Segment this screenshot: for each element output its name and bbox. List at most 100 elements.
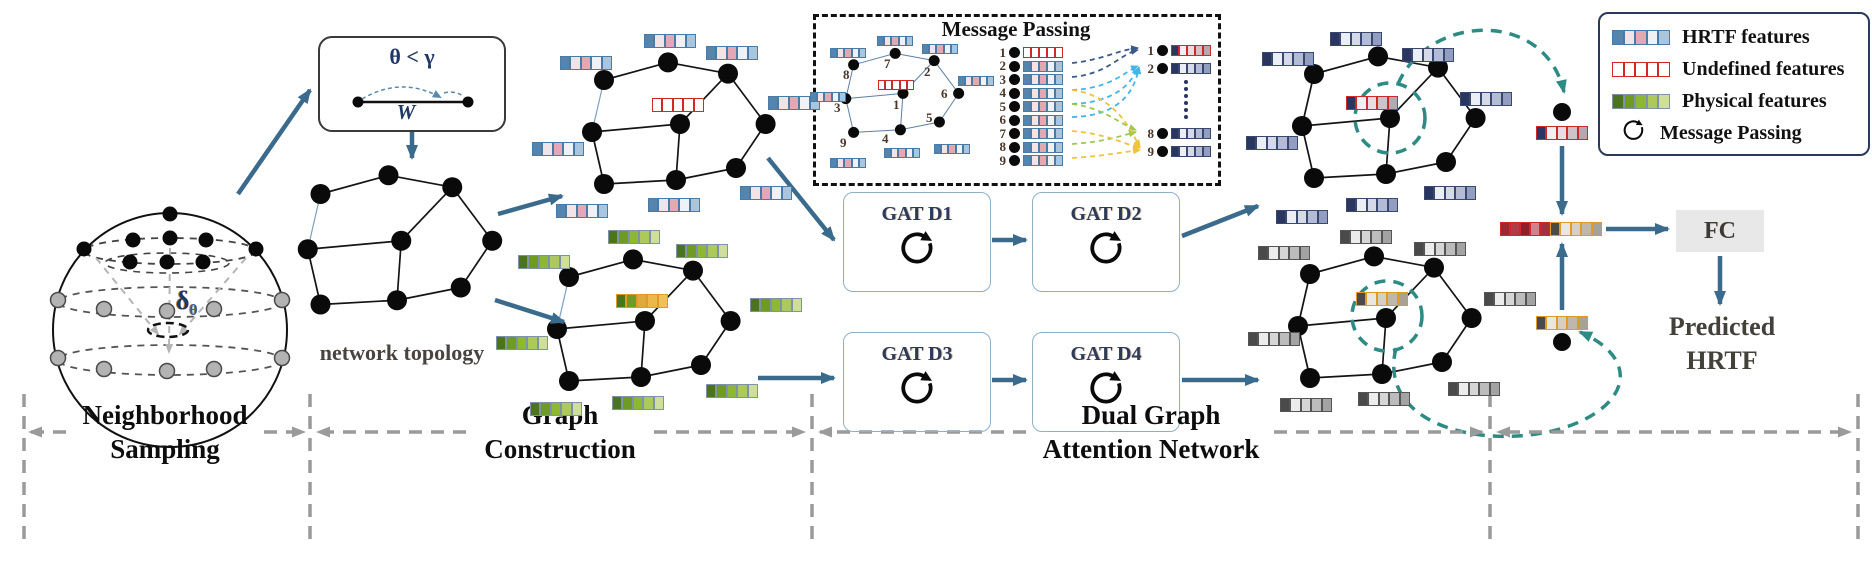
feature-cell	[1480, 92, 1492, 106]
feature-cell	[1658, 30, 1670, 45]
feature-cell	[726, 384, 738, 398]
feature-cell	[898, 36, 906, 46]
graph-edge	[1385, 161, 1447, 175]
feature-cell	[1550, 222, 1561, 236]
feature-bar	[560, 56, 613, 70]
teal-curve-lower	[1392, 330, 1623, 439]
legend-box	[1598, 12, 1870, 156]
feature-cell	[1031, 128, 1039, 139]
graph-edge	[853, 52, 896, 66]
feature-cell	[1047, 60, 1055, 72]
feature-cell	[962, 144, 971, 154]
feature-cell	[1047, 87, 1055, 99]
row-number: 3	[999, 71, 1007, 87]
feature-bar	[1023, 155, 1063, 166]
feature-cell	[884, 148, 892, 158]
feature-cell	[1371, 32, 1383, 46]
graph-node	[594, 70, 614, 90]
graph-node	[726, 158, 746, 178]
graph-edge	[1297, 317, 1387, 327]
feature-cell	[958, 76, 966, 86]
feature-cell	[1504, 292, 1516, 306]
feature-cell	[1402, 48, 1413, 62]
sampled-points-gray	[49, 291, 291, 380]
node-dot	[1009, 87, 1020, 99]
feature-cell	[1646, 94, 1659, 109]
feature-cell	[636, 294, 648, 308]
feature-cell	[1356, 198, 1367, 212]
message-row: 8	[994, 139, 1063, 155]
node-dot	[1009, 60, 1020, 72]
graph-node	[1461, 308, 1482, 328]
mini-node-label: 8	[843, 67, 850, 82]
feature-cell	[496, 336, 507, 350]
feature-cell	[830, 48, 838, 58]
feature-cell	[1023, 141, 1031, 153]
graph-node	[1380, 108, 1400, 128]
feature-bar	[934, 144, 971, 154]
feature-cell	[1039, 141, 1047, 153]
feature-cell	[1530, 222, 1540, 236]
graph-node	[1436, 152, 1456, 172]
feature-cell	[1424, 242, 1435, 256]
graph-node	[378, 165, 399, 186]
graph-node	[387, 290, 407, 311]
feature-cell	[1055, 141, 1063, 153]
feature-cell	[693, 98, 705, 112]
feature-cell	[1540, 222, 1550, 236]
graph-node	[1300, 368, 1320, 388]
graph-node	[933, 116, 945, 128]
concat-bar-left	[1500, 222, 1550, 236]
message-row: 9	[1142, 144, 1211, 160]
hrtf-out-graph	[1292, 46, 1486, 188]
feature-cell	[941, 144, 949, 154]
message-row: 8	[1142, 126, 1211, 142]
feature-cell	[1023, 47, 1031, 58]
feature-cell	[906, 80, 915, 90]
feature-cell	[831, 92, 839, 102]
graph-node	[310, 294, 331, 315]
feature-cell	[706, 384, 717, 398]
feature-bar	[1023, 87, 1063, 99]
feature-cell	[1300, 398, 1312, 412]
physical-output-bar	[1536, 316, 1589, 330]
feature-cell	[750, 298, 761, 312]
feature-cell	[559, 255, 571, 269]
feature-cell	[1055, 155, 1063, 166]
feature-cell	[1340, 32, 1351, 46]
row-number: 2	[999, 58, 1007, 73]
anchor-node-upper	[1553, 103, 1571, 121]
feature-cell	[878, 80, 886, 90]
graph-node	[559, 267, 579, 287]
feature-cell	[1465, 186, 1477, 200]
feature-cell	[936, 44, 944, 54]
feature-cell	[1179, 128, 1187, 139]
feature-cell	[662, 98, 673, 112]
message-row: 2	[1142, 61, 1211, 77]
feature-bar	[496, 336, 549, 350]
feature-cell	[737, 384, 748, 398]
feature-cell	[1525, 292, 1537, 306]
feature-bar	[530, 402, 583, 416]
feature-cell	[571, 402, 583, 416]
physical-graph	[547, 249, 741, 391]
graph-edge	[1301, 117, 1391, 127]
message-row: 2	[994, 58, 1063, 74]
feature-cell	[552, 142, 564, 156]
graph-node	[1465, 108, 1486, 128]
feature-cell	[542, 142, 553, 156]
feature-cell	[1646, 62, 1659, 77]
feature-cell	[844, 48, 852, 58]
feature-cell	[1358, 392, 1369, 406]
feature-cell	[639, 230, 650, 244]
mini-graph	[840, 47, 965, 138]
cycle-icon	[1090, 371, 1122, 404]
feature-bar	[1023, 47, 1063, 58]
feature-cell	[580, 56, 592, 70]
feature-cell	[1278, 246, 1290, 260]
feature-cell	[948, 144, 956, 154]
gat-d1-label: GAT D1	[881, 203, 953, 225]
feature-cell	[1377, 96, 1388, 110]
graph-node	[594, 174, 614, 194]
